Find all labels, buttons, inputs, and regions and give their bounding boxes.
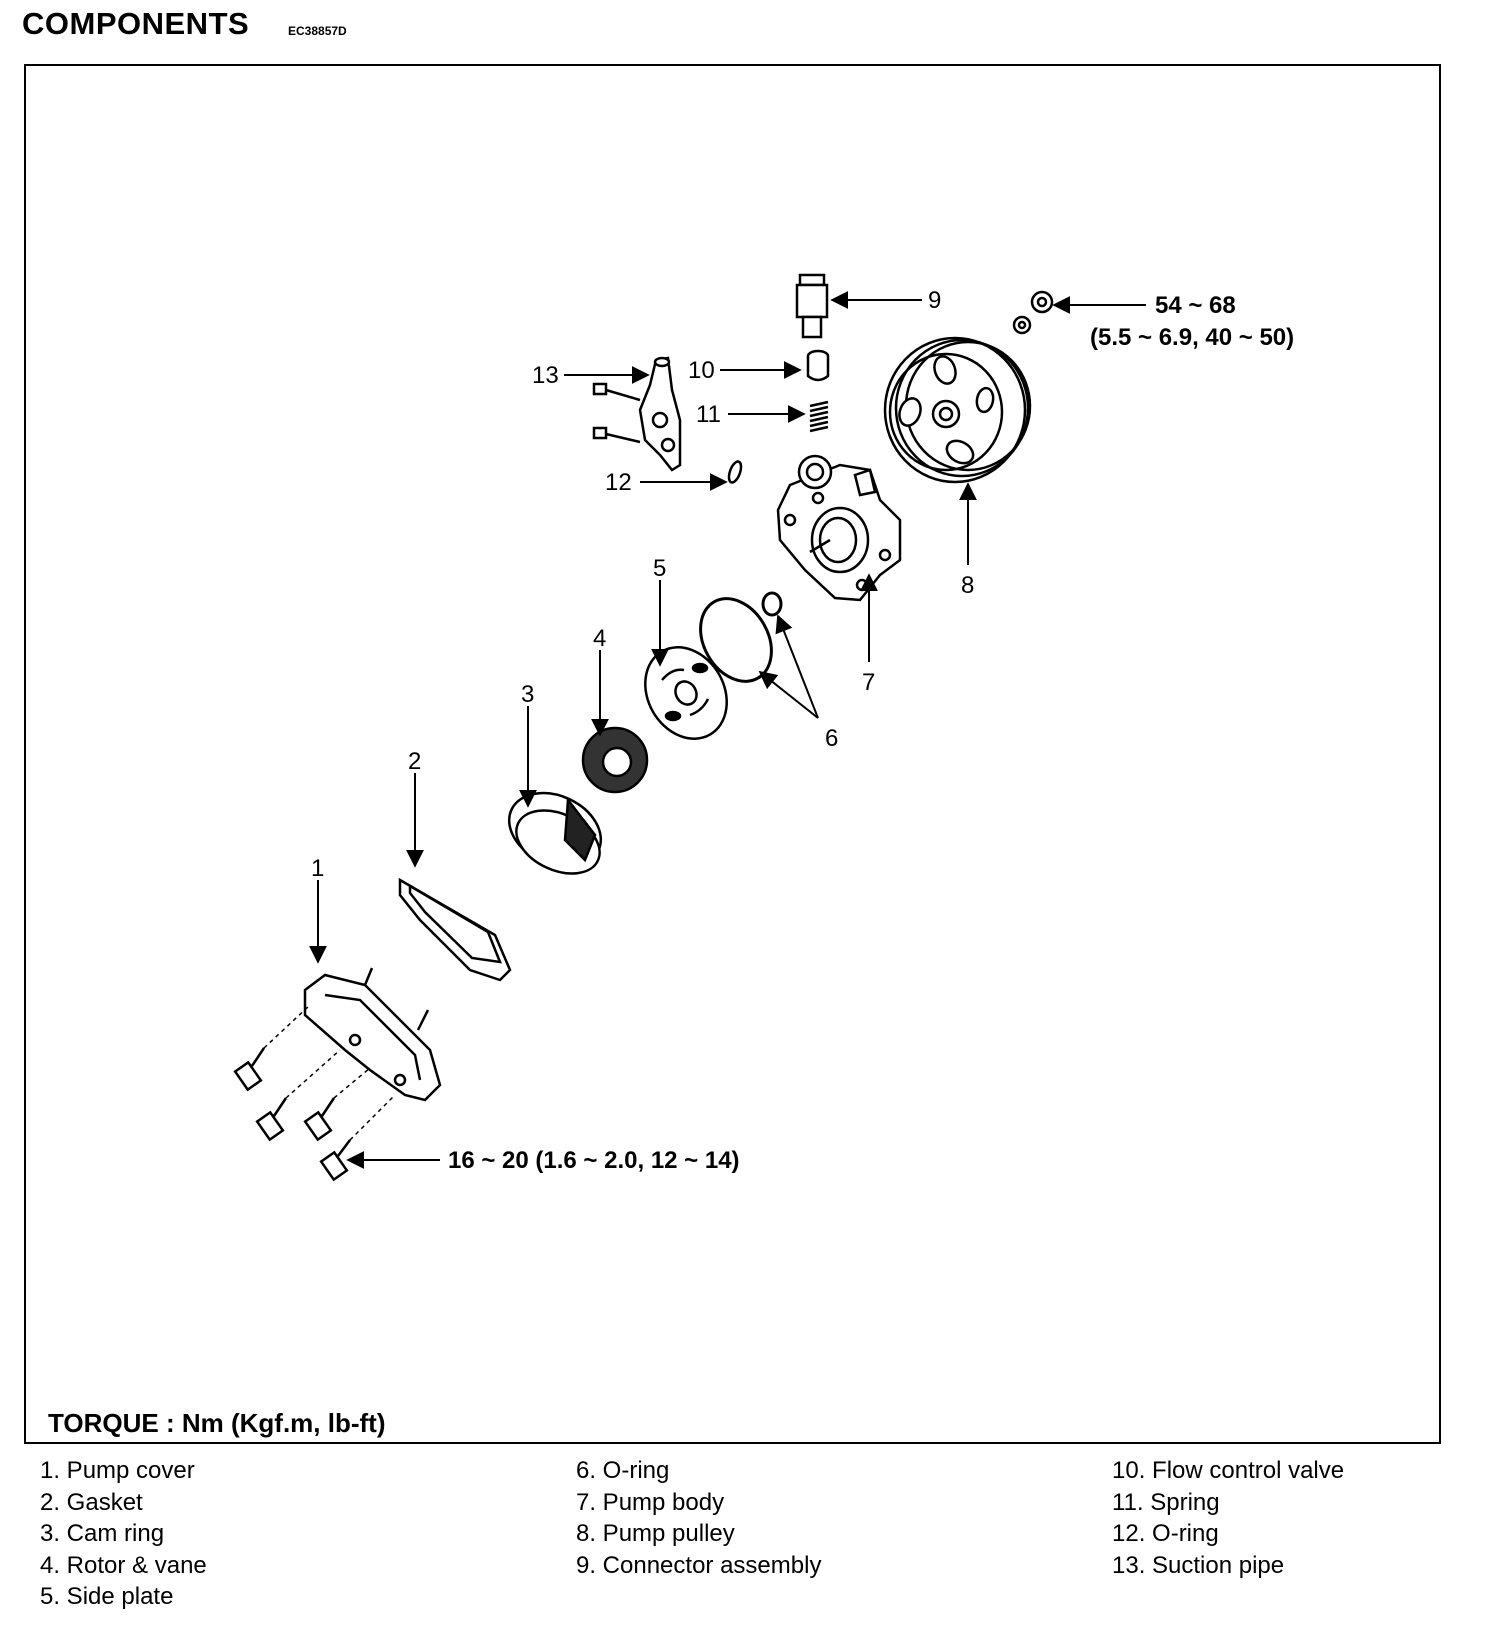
legend-item: 10. Flow control valve	[1112, 1457, 1345, 1484]
flow-control-valve-part	[806, 349, 830, 382]
callout-4: 4	[593, 625, 606, 652]
pulley-nut-washer	[1012, 290, 1054, 335]
legend-item: 5. Side plate	[40, 1583, 174, 1610]
side-plate-part	[644, 646, 728, 740]
callout-3: 3	[521, 681, 534, 708]
callout-13: 13	[532, 362, 559, 389]
page-title: COMPONENTS	[22, 6, 250, 41]
legend-item: 11. Spring	[1112, 1488, 1220, 1516]
suction-pipe-part	[592, 356, 682, 472]
connector-assembly-part	[795, 273, 829, 339]
legend-item: 2. Gasket	[40, 1488, 143, 1516]
document-code: EC38857D	[288, 24, 347, 38]
legend-item: 12. O-ring	[1112, 1520, 1219, 1547]
legend-item: 3. Cam ring	[40, 1520, 165, 1547]
callout-arrows	[309, 291, 1146, 1169]
callout-8: 8	[961, 572, 974, 599]
pump-pulley-part	[883, 336, 1032, 484]
spring-part	[809, 400, 829, 433]
bolt-guide-lines	[263, 1004, 396, 1141]
torque-spec-pulley-line2: (5.5 ~ 6.9, 40 ~ 50)	[1090, 324, 1294, 351]
callout-12: 12	[605, 469, 632, 496]
callout-9: 9	[928, 287, 941, 314]
legend-column-3: 10. Flow control valve 11. Spring 12. O-…	[1112, 1455, 1344, 1581]
diagram-frame	[24, 64, 1441, 1444]
callout-10: 10	[688, 357, 715, 384]
torque-spec-pulley-line1: 54 ~ 68	[1155, 292, 1236, 319]
callout-2: 2	[408, 748, 421, 775]
o-ring-parts	[699, 591, 783, 683]
legend-item: 4. Rotor & vane	[40, 1551, 207, 1579]
legend-column-1: 1. Pump cover 2. Gasket 3. Cam ring 4. R…	[40, 1455, 207, 1613]
callout-1: 1	[311, 855, 324, 882]
small-o-ring-part	[727, 460, 743, 484]
legend-item: 8. Pump pulley	[576, 1520, 735, 1547]
legend-item: 1. Pump cover	[40, 1457, 195, 1484]
callout-5: 5	[653, 555, 666, 582]
callout-6: 6	[825, 725, 838, 752]
callout-11: 11	[696, 401, 721, 428]
legend-item: 7. Pump body	[576, 1488, 725, 1516]
torque-units-note: TORQUE : Nm (Kgf.m, lb-ft)	[48, 1408, 386, 1438]
pump-cover-part	[303, 967, 442, 1102]
legend-item: 6. O-ring	[576, 1457, 670, 1484]
pump-body-part	[776, 454, 902, 602]
legend-column-2: 6. O-ring 7. Pump body 8. Pump pulley 9.…	[576, 1455, 821, 1581]
legend-item: 13. Suction pipe	[1112, 1551, 1285, 1579]
rotor-vane-part	[581, 726, 649, 794]
legend-item: 9. Connector assembly	[576, 1551, 822, 1579]
pump-cover-bolts	[233, 1047, 351, 1182]
torque-spec-cover-bolts: 16 ~ 20 (1.6 ~ 2.0, 12 ~ 14)	[448, 1147, 740, 1174]
gasket-part	[398, 877, 512, 982]
cam-ring-part	[507, 791, 603, 875]
callout-7: 7	[862, 669, 875, 696]
